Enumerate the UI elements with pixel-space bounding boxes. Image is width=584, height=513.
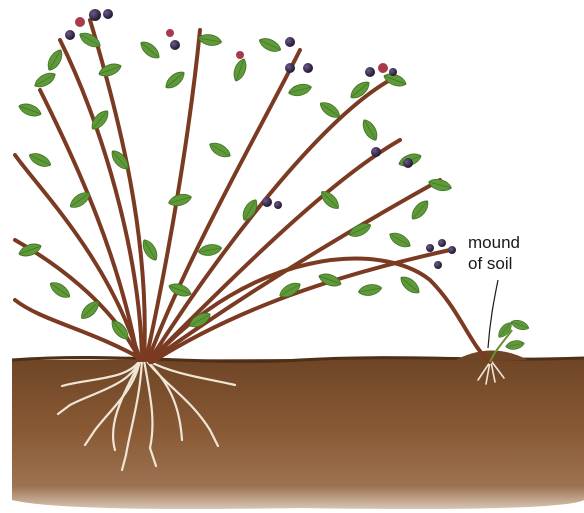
label-leader-line [488, 280, 498, 348]
leaves [17, 29, 453, 342]
mound-of-soil-label: mound of soil [468, 232, 558, 274]
label-line-2: of soil [468, 253, 558, 274]
label-line-1: mound [468, 232, 558, 253]
